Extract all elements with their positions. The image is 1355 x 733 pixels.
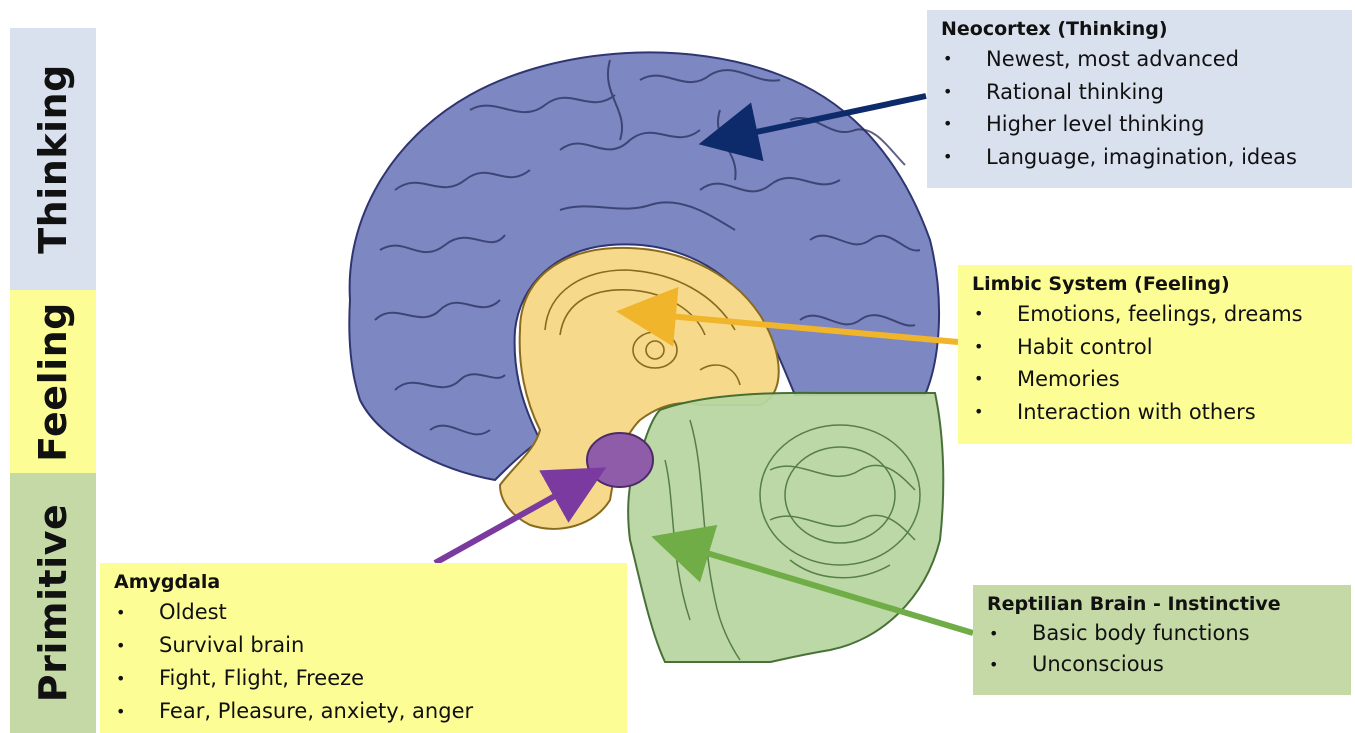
list-item: Habit control — [972, 331, 1340, 364]
list-item: Fight, Flight, Freeze — [114, 662, 615, 695]
list-item: Language, imagination, ideas — [941, 141, 1340, 174]
list-item: Oldest — [114, 596, 615, 629]
reptilian-list: Basic body functions Unconscious — [987, 618, 1339, 680]
neocortex-title: Neocortex (Thinking) — [941, 18, 1340, 40]
list-item: Interaction with others — [972, 396, 1340, 429]
limbic-list: Emotions, feelings, dreams Habit control… — [972, 298, 1340, 428]
list-item: Newest, most advanced — [941, 43, 1340, 76]
list-item: Survival brain — [114, 629, 615, 662]
reptilian-region — [628, 393, 943, 662]
amygdala-list: Oldest Survival brain Fight, Flight, Fre… — [114, 596, 615, 728]
limbic-callout: Limbic System (Feeling) Emotions, feelin… — [958, 265, 1352, 444]
list-item: Emotions, feelings, dreams — [972, 298, 1340, 331]
neocortex-callout: Neocortex (Thinking) Newest, most advanc… — [927, 10, 1352, 188]
limbic-title: Limbic System (Feeling) — [972, 273, 1340, 295]
list-item: Rational thinking — [941, 76, 1340, 109]
list-item: Unconscious — [987, 649, 1339, 680]
neocortex-list: Newest, most advanced Rational thinking … — [941, 43, 1340, 173]
amygdala-title: Amygdala — [114, 571, 615, 593]
list-item: Higher level thinking — [941, 108, 1340, 141]
reptilian-callout: Reptilian Brain - Instinctive Basic body… — [973, 585, 1351, 695]
amygdala-region — [587, 433, 653, 487]
reptilian-title: Reptilian Brain - Instinctive — [987, 593, 1339, 615]
list-item: Fear, Pleasure, anxiety, anger — [114, 695, 615, 728]
list-item: Basic body functions — [987, 618, 1339, 649]
list-item: Memories — [972, 363, 1340, 396]
amygdala-callout: Amygdala Oldest Survival brain Fight, Fl… — [100, 563, 627, 733]
